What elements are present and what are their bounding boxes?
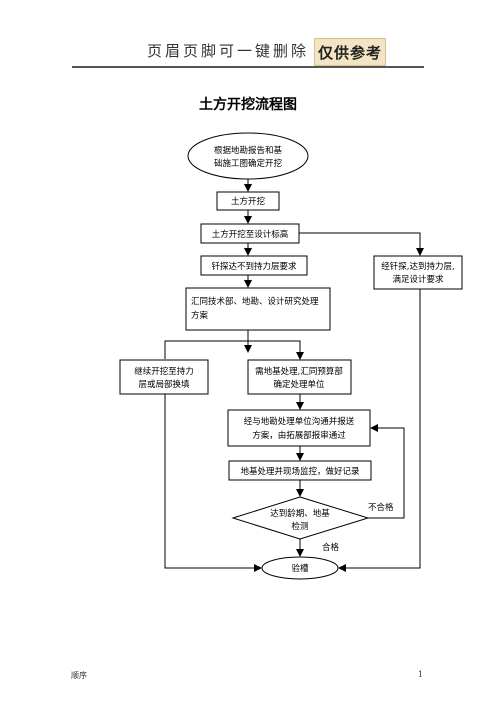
treatment-text-1: 需地基处理,汇同预算部	[255, 366, 343, 377]
connector	[164, 340, 304, 360]
treatment-text-2: 确定处理单位	[273, 379, 325, 390]
probe-fail-text: 钎探达不到持力层要求	[211, 261, 297, 272]
footer-page-number: 1	[418, 670, 424, 679]
connector	[164, 394, 262, 572]
start-text-2: 础施工图确定开挖	[214, 158, 283, 169]
header-badge: 仅供参考	[314, 38, 386, 66]
connector	[299, 232, 424, 256]
monitor-text: 地基处理并现场监控，做好记录	[240, 466, 360, 477]
start-text-1: 根据地勘报告和基	[214, 145, 283, 156]
probe-pass-text-2: 满足设计要求	[392, 274, 444, 285]
connector	[338, 289, 421, 572]
start-ellipse	[187, 132, 309, 180]
end-text: 验槽	[291, 563, 309, 574]
footer-left: 顺序	[71, 671, 87, 680]
connector-fail-loop	[368, 424, 405, 519]
continue-text-1: 继续开挖至持力	[134, 366, 194, 377]
probe-pass-text-1: 经钎探,达到持力层,	[381, 261, 454, 272]
excavation-text: 土方开挖	[231, 196, 266, 207]
pass-label: 合格	[322, 542, 340, 553]
box-probe-fail	[200, 255, 308, 276]
report-plan-text-2: 方案，由拓展部报审通过	[252, 430, 346, 441]
consult-text-1: 汇同技术部、地勘、设计研究处理	[191, 296, 319, 307]
decision-text-1: 达到龄期、地基	[270, 508, 330, 519]
report-plan-text-1: 经与地勘处理单位沟通并报送	[244, 416, 355, 427]
continue-text-2: 层或局部换填	[138, 379, 190, 390]
box-continue-excavate	[119, 359, 209, 395]
box-probe-pass	[373, 255, 463, 290]
header-rule	[72, 66, 424, 68]
header-text: 页眉页脚可一键删除	[147, 42, 310, 60]
page-title: 土方开挖流程图	[199, 97, 297, 113]
decision-text-2: 检测	[291, 521, 308, 532]
consult-text-2: 方案	[191, 310, 209, 321]
excavate-to-level-text: 土方开挖至设计标高	[212, 229, 289, 240]
fail-label: 不合格	[368, 502, 394, 513]
box-consult	[185, 287, 331, 331]
